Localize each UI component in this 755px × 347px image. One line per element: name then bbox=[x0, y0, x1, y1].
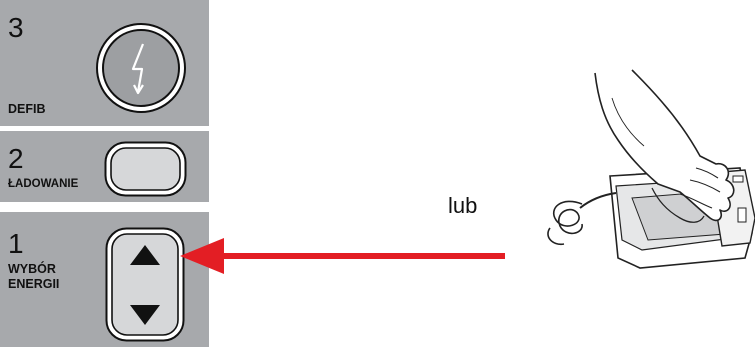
arrow-down-icon bbox=[130, 305, 160, 325]
arrow-up-icon bbox=[130, 245, 160, 265]
shock-button[interactable] bbox=[95, 22, 187, 114]
energy-select-button[interactable] bbox=[105, 227, 185, 342]
red-pointer-arrow bbox=[180, 238, 505, 274]
charge-button[interactable] bbox=[104, 141, 187, 197]
step-1-number: 1 bbox=[8, 228, 24, 259]
step-2-number: 2 bbox=[8, 143, 24, 174]
step-3-label: DEFIB bbox=[8, 102, 46, 116]
lightning-bolt-icon bbox=[131, 43, 145, 95]
hand-on-paddle-illustration bbox=[547, 69, 755, 269]
step-2-label: ŁADOWANIE bbox=[8, 178, 79, 190]
step-1-label: WYBÓR ENERGII bbox=[8, 262, 60, 291]
or-text: lub bbox=[448, 193, 478, 218]
step-3-number: 3 bbox=[8, 12, 24, 43]
